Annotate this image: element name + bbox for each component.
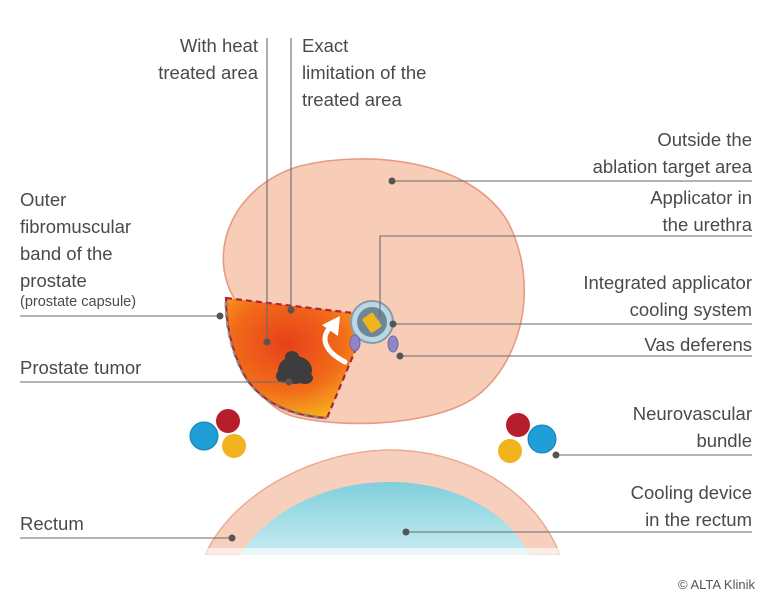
- capsule-dashed-edge: [224, 301, 328, 420]
- label-line: prostate: [20, 270, 87, 291]
- vas-deferens-left: [349, 334, 361, 352]
- label-line: (prostate capsule): [20, 294, 137, 310]
- label-neurovascular: Neurovascular bundle: [633, 400, 752, 454]
- label-line: Outside the: [657, 129, 752, 150]
- label-line: Vas deferens: [644, 334, 752, 355]
- label-line: bundle: [696, 430, 752, 451]
- label-line: Outer: [20, 189, 67, 210]
- label-vas-deferens: Vas deferens: [644, 331, 752, 358]
- label-line: fibromuscular: [20, 216, 132, 237]
- label-line: Exact: [302, 35, 349, 56]
- cooling-device-shape: [240, 482, 530, 555]
- curved-arrow-icon: [322, 316, 348, 365]
- label-line: Neurovascular: [632, 403, 752, 424]
- label-prostate-tumor: Prostate tumor: [20, 354, 141, 381]
- label-line: limitation of the: [302, 62, 427, 83]
- label-outer-band: Outer fibromuscular band of the prostate: [20, 186, 131, 294]
- copyright-notice: © ALTA Klinik: [678, 577, 755, 593]
- label-line: Rectum: [20, 513, 84, 534]
- label-prostate-capsule: (prostate capsule): [20, 292, 136, 312]
- label-line: Applicator in: [650, 187, 752, 208]
- label-line: treated area: [302, 89, 402, 110]
- neurovascular-bundle-left: [189, 409, 246, 458]
- copyright-text: © ALTA Klinik: [677, 577, 755, 592]
- leader-lines: [20, 38, 752, 539]
- label-line: in the rectum: [645, 509, 752, 530]
- label-rectum: Rectum: [20, 510, 84, 537]
- label-line: cooling system: [629, 299, 752, 320]
- label-cooling-system: Integrated applicator cooling system: [583, 269, 752, 323]
- label-line: band of the: [20, 243, 113, 264]
- label-heat-treated: With heat treated area: [158, 32, 258, 86]
- label-line: treated area: [158, 62, 258, 83]
- label-line: ablation target area: [592, 156, 752, 177]
- label-line: Cooling device: [630, 482, 752, 503]
- label-applicator-urethra: Applicator in the urethra: [650, 184, 752, 238]
- label-line: Integrated applicator: [583, 272, 752, 293]
- label-line: With heat: [179, 35, 258, 56]
- label-exact-limitation: Exact limitation of the treated area: [302, 32, 426, 113]
- label-line: the urethra: [662, 214, 752, 235]
- label-outside-target: Outside the ablation target area: [593, 126, 752, 180]
- treatment-boundary: [224, 296, 372, 420]
- leader-dots: [216, 177, 560, 542]
- vas-deferens-right: [387, 335, 399, 353]
- label-line: Prostate tumor: [20, 357, 142, 378]
- neurovascular-bundle-right: [498, 413, 557, 463]
- prostate-tumor-shape: [276, 351, 313, 384]
- label-cooling-device: Cooling device in the rectum: [631, 479, 752, 533]
